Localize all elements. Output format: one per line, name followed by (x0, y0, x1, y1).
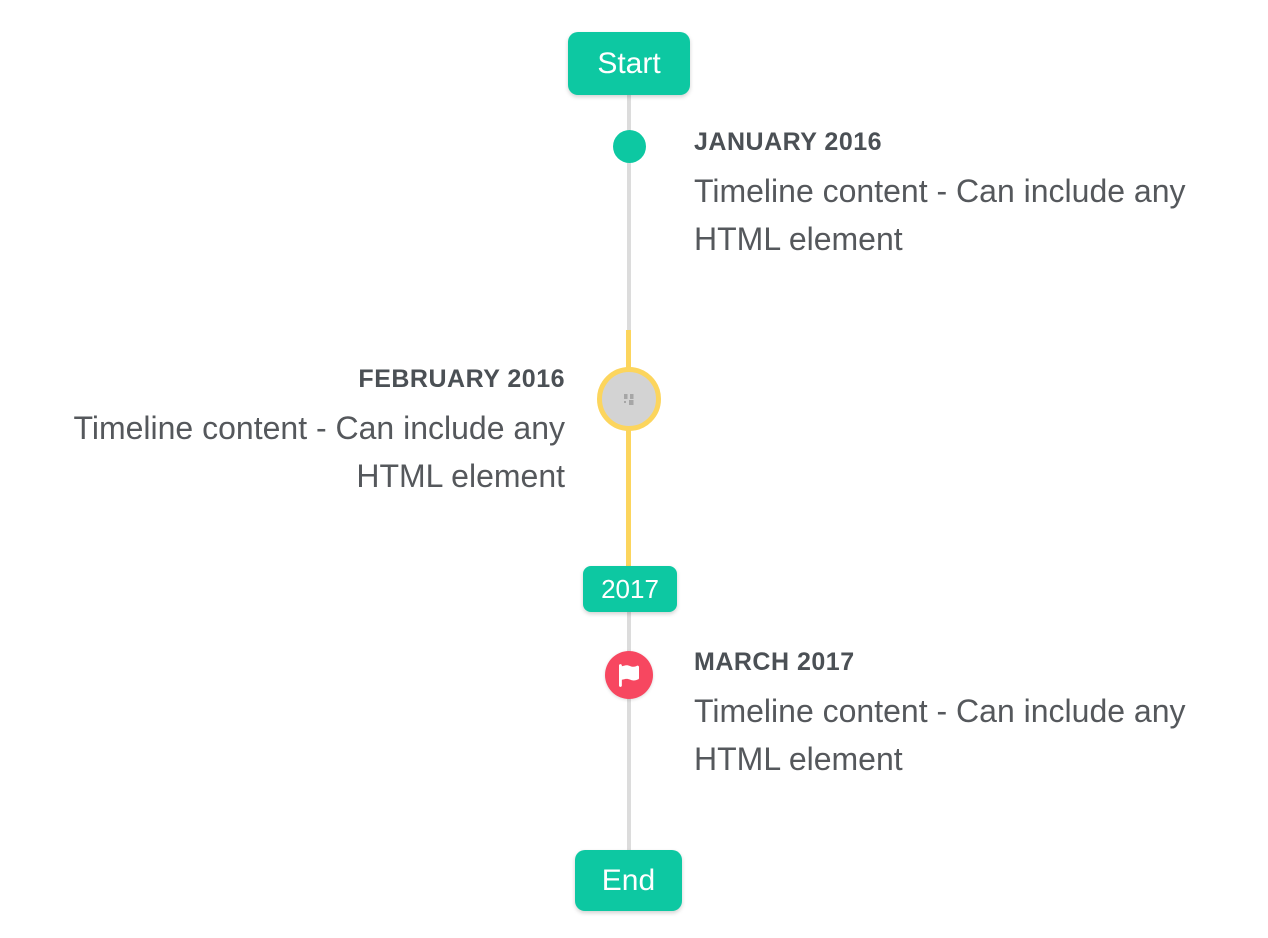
flag-icon (619, 663, 639, 687)
timeline-start-badge[interactable]: Start (568, 32, 690, 95)
entry-content: Timeline content - Can include any HTML … (694, 693, 1186, 777)
teal-dot-marker (613, 130, 646, 163)
entry-content: Timeline content - Can include any HTML … (694, 173, 1186, 257)
entry-date-label: FEBRUARY 2016 (358, 365, 565, 393)
timeline-entry-january-2016: JANUARY 2016 Timeline content - Can incl… (694, 127, 1239, 263)
timeline-line-highlight (626, 330, 631, 567)
broken-image-icon (624, 394, 634, 405)
entry-date-label: JANUARY 2016 (694, 128, 883, 156)
entry-content: Timeline content - Can include any HTML … (73, 410, 565, 494)
image-placeholder-marker (597, 367, 661, 431)
timeline-end-badge[interactable]: End (575, 850, 682, 911)
timeline-entry-march-2017: MARCH 2017 Timeline content - Can includ… (694, 647, 1239, 783)
entry-date-label: MARCH 2017 (694, 648, 855, 676)
timeline-entry-february-2016: FEBRUARY 2016 Timeline content - Can inc… (20, 364, 565, 500)
timeline-year-badge[interactable]: 2017 (583, 566, 677, 612)
flag-marker (605, 651, 653, 699)
